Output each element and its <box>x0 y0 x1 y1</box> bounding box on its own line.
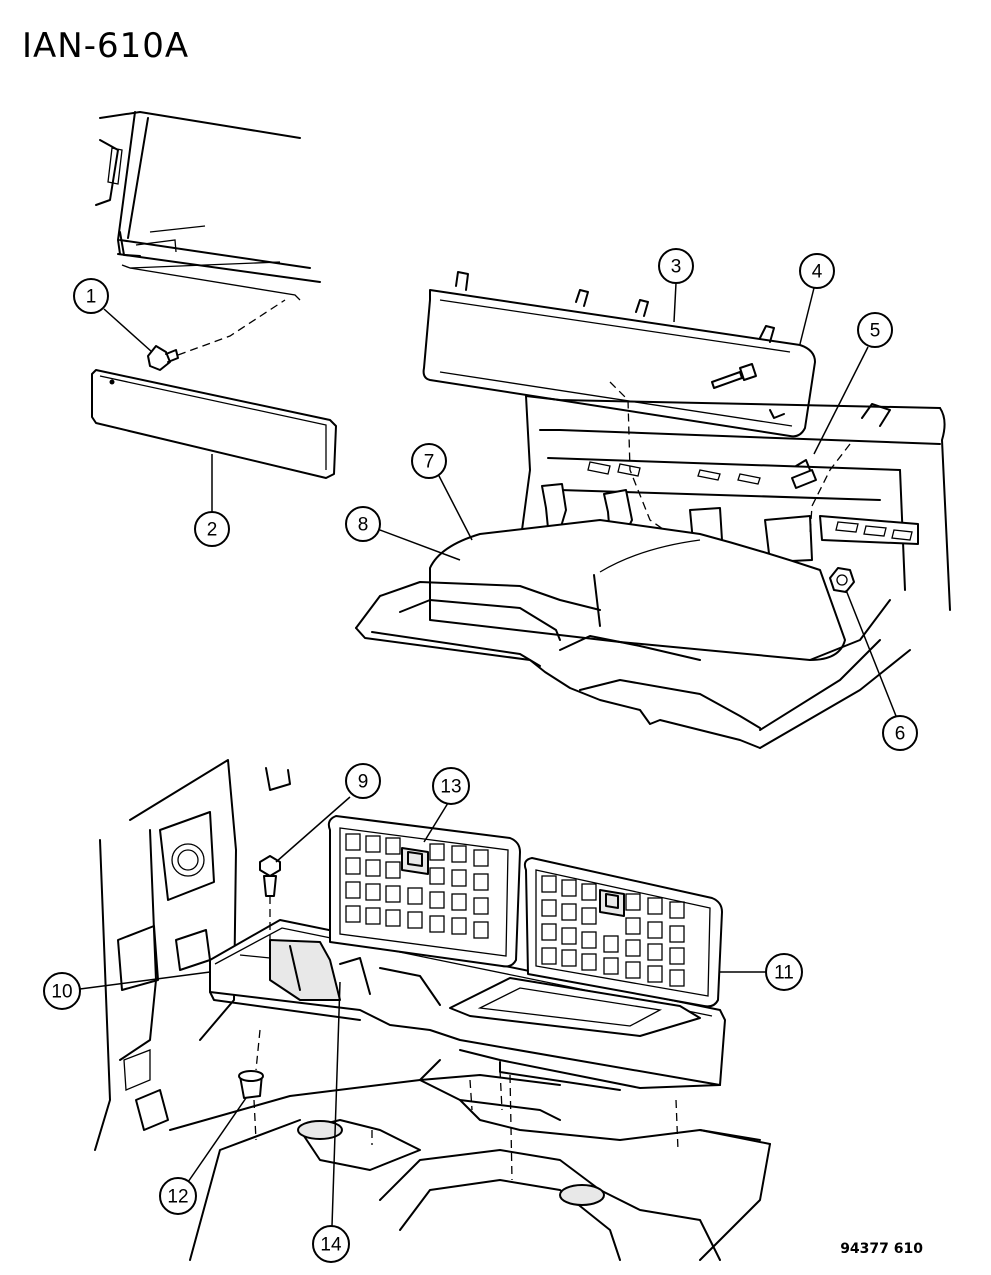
svg-text:8: 8 <box>358 515 369 536</box>
seat-back-panel <box>422 271 816 438</box>
nut <box>807 567 855 605</box>
callout-2: 2 <box>194 454 230 547</box>
callout-12: 12 <box>159 1097 247 1215</box>
callout-8: 8 <box>345 506 461 561</box>
right-bin-lid <box>523 857 723 1008</box>
callout-14: 14 <box>312 981 350 1263</box>
upper-opening-frame <box>95 111 321 301</box>
bolt-5 <box>791 459 817 489</box>
callout-5: 5 <box>813 312 893 455</box>
svg-text:7: 7 <box>424 452 435 473</box>
bolt <box>711 363 757 389</box>
callout-4: 4 <box>799 253 835 345</box>
callout-7: 7 <box>411 443 473 541</box>
svg-text:5: 5 <box>870 321 881 342</box>
callout-10: 10 <box>43 971 211 1010</box>
svg-text:12: 12 <box>167 1187 188 1208</box>
left-body-wall <box>94 759 291 1151</box>
callout-6: 6 <box>845 589 918 751</box>
svg-text:2: 2 <box>207 520 218 541</box>
callout-9: 9 <box>275 763 381 863</box>
svg-text:13: 13 <box>440 777 461 798</box>
trim-panel <box>91 369 337 479</box>
floor-pan <box>169 1059 771 1261</box>
svg-text:9: 9 <box>358 772 369 793</box>
bin-bolt <box>259 855 281 950</box>
callout-3: 3 <box>658 248 694 323</box>
svg-text:3: 3 <box>671 257 682 278</box>
figure-id: 94377 610 <box>840 1241 923 1257</box>
seat-cushion-pan <box>355 581 911 749</box>
callout-13: 13 <box>423 767 470 843</box>
svg-text:4: 4 <box>812 262 823 283</box>
svg-text:6: 6 <box>895 724 906 745</box>
plug <box>238 1029 264 1141</box>
callout-1: 1 <box>73 278 153 353</box>
svg-text:14: 14 <box>320 1235 342 1256</box>
left-bin-lid <box>327 815 521 968</box>
svg-text:11: 11 <box>774 963 794 984</box>
seat-cushion <box>429 519 846 661</box>
svg-text:10: 10 <box>51 982 72 1003</box>
push-pin-fastener <box>147 299 286 371</box>
callout-11: 11 <box>720 953 803 991</box>
svg-text:1: 1 <box>86 287 97 308</box>
page-title: IAN-610A <box>22 26 190 66</box>
